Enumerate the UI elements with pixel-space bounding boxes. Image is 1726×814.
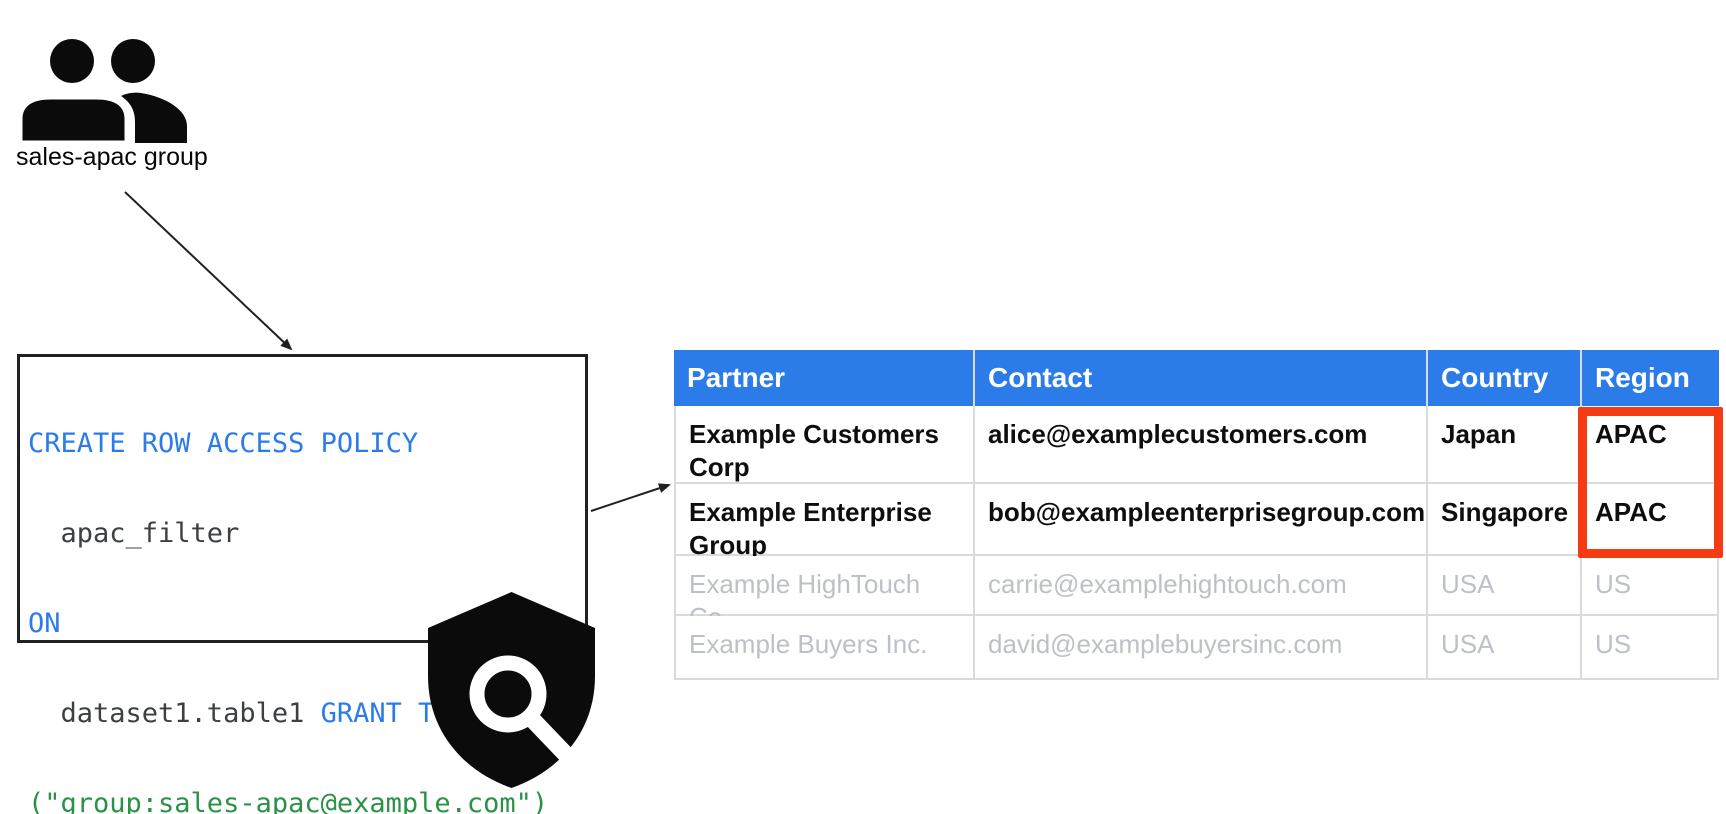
cell-country: Japan <box>1428 406 1582 484</box>
row-access-policy-code-box: CREATE ROW ACCESS POLICY apac_filter ON … <box>17 354 588 814</box>
cell-region: US <box>1582 556 1719 616</box>
code-line: CREATE ROW ACCESS POLICY <box>28 428 419 459</box>
cell-partner: Example HighTouch Co. <box>674 556 975 632</box>
code-line: ("group:sales-apac@example.com") <box>28 788 549 814</box>
sql-code: CREATE ROW ACCESS POLICY apac_filter ON … <box>28 369 585 814</box>
cell-region: US <box>1582 616 1719 680</box>
code-line: ON <box>28 608 61 639</box>
cell-region: APAC <box>1582 406 1719 484</box>
cell-contact: carrie@examplehightouch.com <box>975 556 1428 616</box>
cell-partner: Example Enterprise Group <box>674 484 975 560</box>
arrow-group-to-policy <box>124 191 293 351</box>
code-line: dataset1.table1 GRANT TO <box>28 698 451 729</box>
cell-contact: david@examplebuyersinc.com <box>975 616 1428 680</box>
column-header-partner: Partner <box>674 350 975 406</box>
cell-country: Singapore <box>1428 484 1582 556</box>
column-header-contact: Contact <box>975 350 1428 406</box>
cell-contact: alice@examplecustomers.com <box>975 406 1428 484</box>
partner-table: Partner Contact Country Region Example C… <box>674 350 1719 680</box>
region-apac-highlight-box <box>1578 407 1723 558</box>
policy-shield-icon <box>428 592 595 788</box>
code-line: apac_filter <box>28 518 240 549</box>
arrow-policy-to-table <box>590 483 671 512</box>
cell-partner: Example Buyers Inc. <box>674 616 975 680</box>
cell-country: USA <box>1428 616 1582 680</box>
cell-contact: bob@exampleenterprisegroup.com <box>975 484 1428 556</box>
cell-region: APAC <box>1582 484 1719 556</box>
group-people-icon <box>20 39 187 144</box>
group-label: sales-apac group <box>16 143 208 171</box>
column-header-country: Country <box>1428 350 1582 406</box>
column-header-region: Region <box>1582 350 1719 406</box>
cell-partner: Example Customers Corp <box>674 406 975 484</box>
cell-country: USA <box>1428 556 1582 616</box>
